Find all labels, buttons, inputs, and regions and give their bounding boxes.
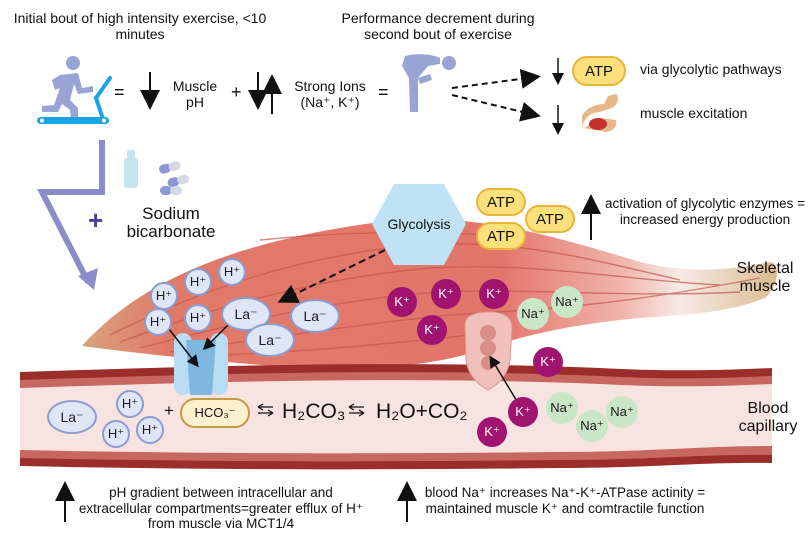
performance-decrement-title: Performance decrement during second bout…: [341, 10, 535, 43]
blood-potassium-ion: K⁺: [533, 347, 563, 377]
blood-sodium-ion: Na⁺: [546, 392, 578, 424]
bicarbonate-ion: HCO₃⁻: [180, 398, 250, 428]
potassium-ion: K⁺: [479, 279, 509, 309]
supplement-plus-sign: +: [88, 205, 104, 235]
blood-sodium-note: blood Na⁺ increases Na⁺-K⁺-ATPase actini…: [424, 485, 706, 516]
skeletal-muscle-label: Skeletal muscle: [728, 260, 802, 297]
initial-bout-title: Initial bout of high intensity exercise,…: [13, 10, 267, 43]
blood-potassium-ion: K⁺: [508, 397, 538, 427]
dashed-arrow-to-atp: [451, 68, 541, 89]
potassium-ion: K⁺: [431, 279, 461, 309]
water-carbon-dioxide-label: H₂O+CO₂: [376, 400, 468, 423]
glycolytic-enzymes-note: activation of glycolytic enzymes = incre…: [605, 196, 805, 227]
sodium-bicarbonate-label: Sodium bicarbonate: [116, 205, 226, 241]
potassium-ion: K⁺: [417, 315, 447, 345]
equilibrium-arrows-2: [348, 403, 365, 417]
potassium-ion: K⁺: [387, 287, 417, 317]
sodium-bicarbonate-line1: Sodium: [142, 204, 200, 223]
flexed-arm-icon: [582, 94, 619, 132]
carbonic-acid-label: H₂CO₃: [282, 400, 346, 423]
strong-ions-detail: (Na⁺, K⁺): [300, 94, 360, 111]
equilibrium-arrows-1: [257, 403, 274, 417]
sodium-bicarbonate-pathway-arrow: [37, 140, 105, 284]
blood-lactate-ion: La⁻: [47, 400, 97, 434]
blood-capillary-line1: Blood: [747, 400, 789, 417]
proton-ion: H⁺: [150, 282, 178, 310]
atp-badge-outcome: ATP: [572, 56, 626, 86]
muscle-ph-label: Muscle pH: [172, 78, 218, 111]
blood-sodium-ion: Na⁺: [576, 410, 608, 442]
sodium-bicarbonate-line2: bicarbonate: [126, 221, 216, 241]
dashed-arrow-to-muscle-excitation: [451, 94, 541, 122]
potassium-to-pump-arrow: [489, 355, 519, 404]
blood-proton-ion: H⁺: [102, 420, 130, 448]
mct-transporter-icon: [174, 333, 228, 395]
blood-plus-sign: +: [164, 401, 174, 420]
blood-potassium-ion: K⁺: [477, 417, 507, 447]
plus-sign: +: [231, 82, 242, 102]
atp-badge: ATP: [476, 188, 526, 216]
strong-ions-text: Strong Ions: [294, 78, 366, 94]
equals-sign-2: =: [378, 82, 389, 102]
skeletal-muscle-line2: muscle: [739, 278, 791, 296]
lactate-ion: La⁻: [245, 323, 295, 357]
glycolytic-pathways-label: via glycolytic pathways: [640, 61, 782, 77]
strong-ions-label: Strong Ions (Na⁺, K⁺): [285, 78, 375, 110]
glycolysis-to-lactate-arrow: [277, 249, 386, 303]
glycolysis-hexagon: [372, 184, 466, 265]
blood-proton-ion: H⁺: [116, 390, 144, 418]
blood-sodium-ion: Na⁺: [606, 396, 638, 428]
proton-ion: H⁺: [184, 304, 212, 332]
treadmill-runner-icon: [37, 56, 112, 124]
proton-ion: H⁺: [184, 268, 212, 296]
fatigued-person-icon: [402, 54, 456, 112]
equals-sign-1: =: [114, 82, 125, 102]
skeletal-muscle-line1: Skeletal: [736, 260, 794, 277]
atp-badge: ATP: [525, 205, 575, 233]
blood-capillary-label: Blood capillary: [728, 400, 808, 437]
ph-gradient-note: pH gradient between intracellular and ex…: [78, 485, 364, 532]
na-k-atpase-pump-icon: [464, 311, 513, 391]
proton-ion: H⁺: [218, 258, 246, 286]
sodium-ion: Na⁺: [517, 298, 549, 330]
lactate-ion: La⁻: [290, 299, 340, 333]
glycolysis-label: Glycolysis: [387, 216, 451, 232]
blood-proton-ion: H⁺: [136, 416, 164, 444]
supplement-icon: [124, 150, 190, 195]
proton-ion: H⁺: [144, 308, 172, 336]
atp-badge: ATP: [476, 222, 526, 250]
blood-capillary-line2: capillary: [738, 418, 798, 436]
muscle-excitation-label: muscle excitation: [640, 105, 748, 121]
sodium-ion: Na⁺: [551, 286, 583, 318]
